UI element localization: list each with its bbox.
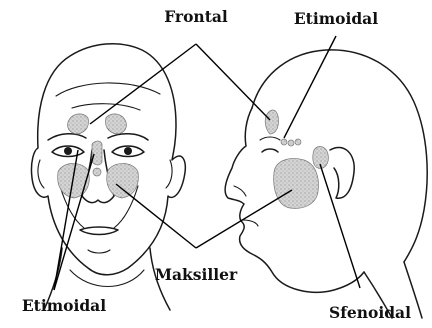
frontal-sinus-front-left bbox=[68, 114, 89, 134]
label-etmoidal-top: Etimoidal bbox=[294, 9, 378, 28]
label-sfenoidal: Sfenoidal bbox=[329, 303, 411, 322]
front-eyebrow-right bbox=[108, 134, 148, 140]
ethmoid-sinus-profile bbox=[281, 139, 301, 146]
label-maksiller: Maksiller bbox=[155, 265, 238, 284]
label-etmoidal-bottom: Etimoidal bbox=[22, 296, 106, 315]
maxillary-sinus-front-right bbox=[107, 163, 139, 198]
profile-head-outline bbox=[252, 50, 427, 262]
front-mouth bbox=[80, 227, 118, 235]
leader-maksiller-profile bbox=[196, 190, 292, 248]
front-head-outline bbox=[31, 44, 185, 275]
maxillary-sinus-profile bbox=[274, 159, 319, 209]
leader-frontal-profile bbox=[196, 44, 270, 120]
leader-sfenoidal bbox=[320, 164, 360, 288]
front-eyebrow-left bbox=[48, 134, 86, 140]
leader-frontal-front bbox=[90, 44, 196, 124]
label-frontal: Frontal bbox=[164, 7, 228, 26]
profile-ear bbox=[330, 147, 354, 198]
frontal-sinus-front-right bbox=[105, 114, 126, 134]
ethmoid-sinus-front bbox=[92, 141, 102, 165]
leader-etmoidal-top bbox=[284, 36, 336, 138]
frontal-sinus-profile bbox=[265, 110, 278, 134]
